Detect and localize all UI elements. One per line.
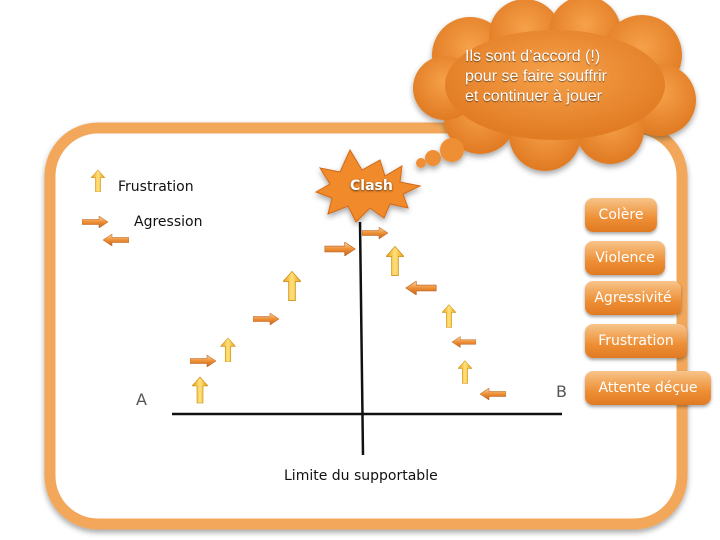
legend-agression-label: Agression (134, 214, 203, 230)
cloud-line: et continuer à jouer (465, 88, 602, 105)
clash-burst (314, 148, 422, 223)
stage-label: Frustration (598, 333, 674, 349)
stage-colere: Colère (585, 198, 657, 232)
stage-label: Agressivité (594, 290, 672, 306)
clash-label: Clash (350, 178, 393, 194)
cloud-line: pour se faire souffrir (465, 68, 607, 85)
stage-agressivite: Agressivité (585, 281, 681, 315)
stage-violence: Violence (585, 241, 665, 275)
limit-label: Limite du supportable (284, 468, 438, 484)
cloud-line: Ils sont d’accord (!) (465, 48, 601, 65)
legend-frustration-label: Frustration (118, 179, 194, 195)
limit-line (358, 221, 365, 456)
thought-cloud (413, 0, 696, 171)
stage-label: Colère (598, 207, 644, 223)
stage-label: Attente déçue (598, 380, 698, 396)
stage-frustration: Frustration (585, 324, 687, 358)
point-b-label: B (556, 382, 567, 401)
cloud-text: Ils sont d’accord (!) pour se faire souf… (465, 47, 645, 107)
stage-attente-decue: Attente déçue (585, 371, 711, 405)
stage-label: Violence (595, 250, 655, 266)
point-a-label: A (136, 390, 147, 409)
